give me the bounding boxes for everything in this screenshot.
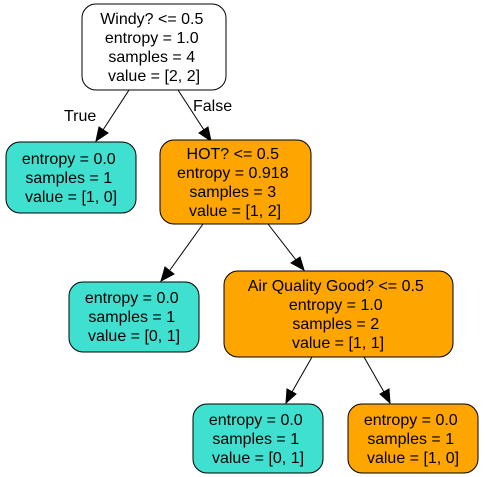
svg-text:Air Quality Good? <= 0.5: Air Quality Good? <= 0.5 entropy = 1.0 s… (248, 278, 429, 352)
node-root-line-4: value = [2, 2] (108, 68, 200, 85)
node-left-leaf-line-1: entropy = 0.0 (22, 151, 116, 168)
node-air-left-leaf-line-2: samples = 1 (212, 431, 299, 448)
node-left-leaf: entropy = 0.0 samples = 1 value = [1, 0] (5, 141, 137, 214)
svg-text:entropy = 0.0 samples =: entropy = 0.0 samples = 1 value = [0, 1] (85, 290, 183, 345)
edge-air-to-air-right-leaf (363, 356, 391, 405)
node-air-quality-line-1: Air Quality Good? <= 0.5 (248, 278, 424, 295)
node-hot-line-4: value = [1, 2] (189, 203, 281, 220)
node-air-right-leaf-box (347, 403, 479, 474)
node-air-quality: Air Quality Good? <= 0.5 entropy = 1.0 s… (223, 270, 454, 358)
edge-root-to-left-leaf (95, 89, 130, 143)
node-hot-line-2: entropy = 0.918 (177, 165, 289, 182)
node-air-quality-box (223, 270, 454, 358)
node-left-leaf-line-3: value = [1, 0] (25, 189, 117, 206)
node-root: Windy? <= 0.5 entropy = 1.0 samples = 4 … (81, 3, 227, 91)
node-left-leaf-box (5, 141, 137, 214)
node-hot-left-leaf-line-1: entropy = 0.0 (85, 290, 179, 307)
node-air-left-leaf-box (192, 403, 324, 474)
node-root-box (81, 3, 227, 91)
svg-text:entropy = 0.0 samples =: entropy = 0.0 samples = 1 value = [0, 1] (209, 412, 307, 467)
edge-hot-to-hot-left-leaf (160, 223, 204, 283)
edge-air-to-air-left-leaf (285, 356, 313, 405)
node-air-right-leaf-line-3: value = [1, 0] (367, 450, 459, 467)
node-hot-left-leaf-line-2: samples = 1 (88, 309, 175, 326)
node-air-left-leaf-line-1: entropy = 0.0 (209, 412, 303, 429)
node-hot-line-3: samples = 3 (189, 184, 276, 201)
node-hot: HOT? <= 0.5 entropy = 0.918 samples = 3 … (159, 139, 312, 225)
svg-text:Windy? <= 0.5 entropy =: Windy? <= 0.5 entropy = 1.0 samples = 4 … (100, 11, 208, 85)
node-hot-box (159, 139, 312, 225)
node-air-left-leaf-line-3: value = [0, 1] (212, 450, 304, 467)
node-hot-left-leaf: entropy = 0.0 samples = 1 value = [0, 1] (68, 281, 200, 353)
node-air-right-leaf: entropy = 0.0 samples = 1 value = [1, 0] (347, 403, 479, 474)
node-air-quality-line-4: value = [1, 1] (292, 335, 384, 352)
svg-text:HOT? <= 0.5 entropy = 0.: HOT? <= 0.5 entropy = 0.918 samples = 3 … (177, 146, 293, 220)
node-left-leaf-line-2: samples = 1 (25, 170, 112, 187)
node-air-quality-line-3: samples = 2 (292, 316, 379, 333)
node-root-line-2: entropy = 1.0 (105, 30, 199, 47)
node-air-left-leaf: entropy = 0.0 samples = 1 value = [0, 1] (192, 403, 324, 474)
svg-text:entropy = 0.0 samples =: entropy = 0.0 samples = 1 value = [1, 0] (22, 151, 120, 206)
edge-hot-to-air-node (267, 223, 305, 272)
edge-root-to-hot-node (177, 89, 212, 143)
node-air-right-leaf-line-1: entropy = 0.0 (364, 412, 458, 429)
node-hot-left-leaf-box (68, 281, 200, 353)
node-root-line-3: samples = 4 (108, 49, 195, 66)
node-air-quality-line-2: entropy = 1.0 (289, 297, 383, 314)
node-air-right-leaf-line-2: samples = 1 (367, 431, 454, 448)
node-hot-line-1: HOT? <= 0.5 (187, 146, 280, 163)
node-hot-left-leaf-line-3: value = [0, 1] (88, 328, 180, 345)
svg-text:entropy = 0.0 samples =: entropy = 0.0 samples = 1 value = [1, 0] (364, 412, 462, 467)
edge-label-false: False (193, 98, 232, 115)
edge-label-true: True (64, 108, 96, 125)
node-root-line-1: Windy? <= 0.5 (100, 11, 203, 28)
